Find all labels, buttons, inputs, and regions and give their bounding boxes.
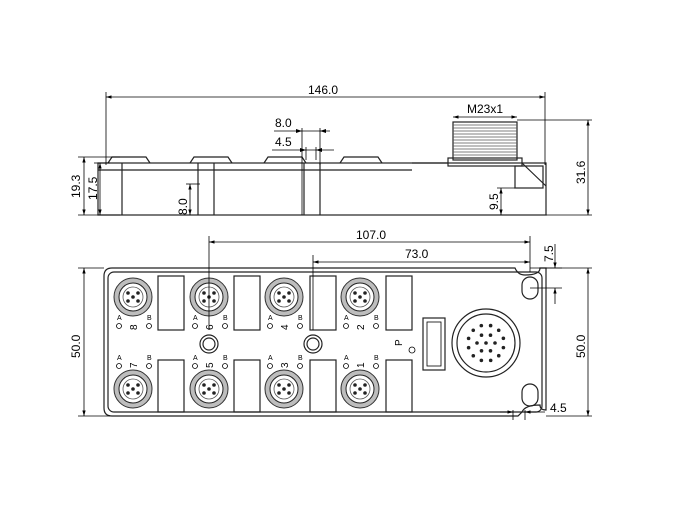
status-led <box>343 323 349 329</box>
top-outline <box>103 267 547 417</box>
dim-height-connector: 31.6 <box>574 160 588 184</box>
port-label-bottom: 1 <box>356 362 367 368</box>
side-bump <box>189 156 233 164</box>
status-led <box>146 323 152 329</box>
status-led <box>297 323 303 329</box>
led-windows <box>157 275 413 413</box>
status-led <box>343 363 349 369</box>
m23-connector-side <box>452 121 518 161</box>
center-hole-right <box>303 334 323 354</box>
dim-height-flange: 8.0 <box>176 198 190 215</box>
dim-offset-top: 7.5 <box>542 245 556 262</box>
dim-span-a: 107.0 <box>356 228 386 242</box>
side-connector-bumps <box>107 156 383 164</box>
port-label-bottom: 5 <box>205 362 216 368</box>
side-bump <box>107 156 151 164</box>
port-label-top: 4 <box>280 324 291 330</box>
status-led <box>116 363 122 369</box>
power-label: P <box>394 339 405 346</box>
side-bump <box>263 156 307 164</box>
ports-bottom-row: 7 A B 5 A B 3 A B 1 A B <box>113 355 380 409</box>
pin-label: B <box>223 355 228 362</box>
pin-label: A <box>117 355 122 362</box>
dim-hole-offset: 4.5 <box>550 401 567 415</box>
side-bump <box>339 156 383 164</box>
pin-label: B <box>374 355 379 362</box>
pin-label: A <box>344 355 349 362</box>
dim-overall-length: 146.0 <box>308 83 338 97</box>
m23-connector-face <box>451 308 521 378</box>
m12-port <box>113 369 153 409</box>
port-label-bottom: 7 <box>129 362 140 368</box>
side-view: 146.0 M23x1 8.0 4.5 19.3 17.5 8.0 31.6 <box>69 83 592 216</box>
power-window <box>422 317 446 371</box>
led-window <box>233 359 261 413</box>
led-window <box>309 359 337 413</box>
m12-port <box>189 369 229 409</box>
pin-label: B <box>374 315 379 322</box>
dim-width-right: 50.0 <box>574 334 588 358</box>
m12-port <box>264 369 304 409</box>
dim-span-b: 73.0 <box>405 247 429 261</box>
pin-label: B <box>298 355 303 362</box>
pin-label: A <box>193 355 198 362</box>
status-led <box>192 323 198 329</box>
status-led <box>222 363 228 369</box>
led-window <box>385 359 413 413</box>
m12-port <box>340 369 380 409</box>
status-led <box>192 363 198 369</box>
pin-label: B <box>223 315 228 322</box>
pin-label: A <box>117 315 122 322</box>
m12-port <box>264 277 304 317</box>
port-label-bottom: 3 <box>280 362 291 368</box>
pin-label: B <box>147 315 152 322</box>
status-led <box>267 323 273 329</box>
led-window <box>157 359 185 413</box>
center-hole-left <box>199 334 219 354</box>
status-led <box>222 323 228 329</box>
power-led <box>408 346 416 354</box>
status-led <box>373 323 379 329</box>
led-window <box>385 275 413 331</box>
status-led <box>116 323 122 329</box>
thread-lines <box>453 124 517 156</box>
pin-label: B <box>147 355 152 362</box>
pin-label: A <box>193 315 198 322</box>
dim-width-left: 50.0 <box>69 334 83 358</box>
m12-port <box>113 277 153 317</box>
status-led <box>146 363 152 369</box>
pin-label: A <box>268 315 273 322</box>
dim-pitch-outer: 8.0 <box>275 116 292 130</box>
port-label-top: 6 <box>205 324 216 330</box>
dim-pitch-inner: 4.5 <box>275 135 292 149</box>
dim-thread: M23x1 <box>467 102 503 116</box>
status-led <box>373 363 379 369</box>
dim-height-body: 17.5 <box>86 176 100 200</box>
ports-top-row: 8 A B 6 A B 4 A B 2 A B <box>113 277 380 330</box>
pin-label: A <box>268 355 273 362</box>
side-body <box>97 162 547 216</box>
led-window <box>309 275 337 331</box>
status-led <box>297 363 303 369</box>
port-label-top: 8 <box>129 324 140 330</box>
status-led <box>267 363 273 369</box>
led-window <box>157 275 185 331</box>
led-window <box>233 275 261 331</box>
dim-height-base: 9.5 <box>487 193 501 210</box>
mount-hole-bottom <box>521 383 539 407</box>
pin-label: B <box>298 315 303 322</box>
dim-height-total: 19.3 <box>69 174 83 198</box>
port-label-top: 2 <box>356 324 367 330</box>
m12-port <box>340 277 380 317</box>
pin-label: A <box>344 315 349 322</box>
